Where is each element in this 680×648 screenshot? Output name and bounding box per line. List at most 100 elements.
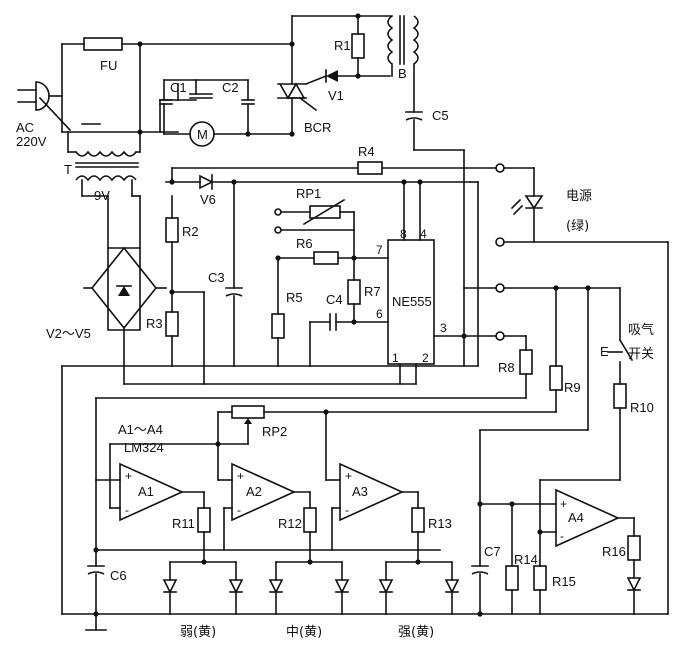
resistor-r11 xyxy=(197,507,211,533)
label-r10: R10 xyxy=(630,400,654,415)
resistor-r12 xyxy=(303,507,317,533)
label-pin2: 2 xyxy=(422,351,429,365)
resistor-r16 xyxy=(627,535,641,561)
label-switch-e: E xyxy=(600,344,609,359)
label-a1a4: A1～A4 xyxy=(118,422,163,437)
capacitor-c5 xyxy=(405,111,423,121)
led-power xyxy=(510,195,544,216)
label-r11: R11 xyxy=(172,516,195,531)
resistor-r7 xyxy=(347,279,361,305)
ac-plug xyxy=(17,81,72,132)
label-r16: R16 xyxy=(602,544,626,559)
label-r3: R3 xyxy=(146,316,163,331)
led-a4 xyxy=(626,577,642,592)
capacitor-c4 xyxy=(329,313,337,331)
label-motor: M xyxy=(197,127,208,142)
potentiometer-rp2 xyxy=(231,405,265,424)
label-a1-plus: + xyxy=(125,469,132,483)
label-rp2: RP2 xyxy=(262,424,287,439)
label-a3-plus: + xyxy=(345,469,352,483)
label-r9: R9 xyxy=(564,380,581,395)
resistor-r3 xyxy=(165,311,179,337)
label-c6: C6 xyxy=(110,568,127,583)
label-a2-minus: - xyxy=(237,503,241,517)
resistor-r15 xyxy=(533,565,547,591)
label-v2v5: V2～V5 xyxy=(46,326,91,341)
fuse-fu xyxy=(83,37,123,51)
labels: FU AC 220V T C1 C2 M R1 B V1 BCR C5 R4 9… xyxy=(16,38,654,640)
label-a1-minus: - xyxy=(125,503,129,517)
label-a1: A1 xyxy=(138,484,154,499)
label-c5: C5 xyxy=(432,108,449,123)
label-9v: 9V xyxy=(94,188,110,203)
led-strong-group xyxy=(378,561,460,615)
label-v1: V1 xyxy=(328,88,344,103)
label-a2: A2 xyxy=(246,484,262,499)
label-suction-1: 吸气 xyxy=(628,322,654,338)
resistor-r9 xyxy=(549,365,563,391)
label-pin4: 4 xyxy=(420,227,427,241)
label-ac: AC xyxy=(16,120,34,135)
label-weak: 弱(黄) xyxy=(180,625,216,640)
label-a2-plus: + xyxy=(237,469,244,483)
label-r8: R8 xyxy=(498,360,515,375)
label-rp1: RP1 xyxy=(296,186,321,201)
label-r1: R1 xyxy=(334,38,351,53)
label-suction-2: 开关 xyxy=(628,347,654,362)
label-c2: C2 xyxy=(222,80,239,95)
resistor-r2 xyxy=(165,217,179,243)
label-bcr: BCR xyxy=(304,120,331,135)
resistor-r10 xyxy=(613,383,627,409)
led-medium-group xyxy=(268,561,350,615)
label-v6: V6 xyxy=(200,192,216,207)
suction-switch xyxy=(607,338,634,362)
transformer-t xyxy=(75,150,139,182)
label-a4-minus: - xyxy=(560,529,564,543)
label-c7: C7 xyxy=(484,544,501,559)
label-c4: C4 xyxy=(326,292,343,307)
resistor-r1 xyxy=(351,33,365,59)
label-r12: R12 xyxy=(278,516,302,531)
label-r13: R13 xyxy=(428,516,452,531)
label-pin7: 7 xyxy=(376,243,383,257)
label-medium: 中(黄) xyxy=(286,625,322,640)
label-a4: A4 xyxy=(568,510,584,525)
opamp-a2 xyxy=(231,462,296,522)
label-220v: 220V xyxy=(16,134,47,149)
label-r14: R14 xyxy=(514,552,538,567)
label-b: B xyxy=(398,66,407,81)
label-r2: R2 xyxy=(182,224,199,239)
opamp-a4 xyxy=(555,488,620,548)
junction-dots xyxy=(93,13,591,617)
opamp-a3 xyxy=(339,462,404,522)
label-pin3: 3 xyxy=(440,321,447,335)
terminal xyxy=(495,163,505,173)
label-c3: C3 xyxy=(208,270,225,285)
potentiometer-rp1 xyxy=(302,198,346,226)
label-r4: R4 xyxy=(358,144,375,159)
capacitor-c1 xyxy=(177,83,197,101)
coil-b xyxy=(387,15,419,65)
capacitor-c3 xyxy=(225,287,243,297)
label-r15: R15 xyxy=(552,574,576,589)
label-r6: R6 xyxy=(296,236,313,251)
label-t: T xyxy=(64,162,72,177)
label-power-color: (绿) xyxy=(566,219,589,234)
opamp-a1 xyxy=(119,462,184,522)
ic-ne555 xyxy=(387,239,435,365)
capacitor-c6 xyxy=(87,565,105,575)
resistor-r4 xyxy=(357,161,383,175)
label-r7: R7 xyxy=(364,284,381,299)
resistor-r8 xyxy=(519,349,533,375)
resistor-r13 xyxy=(411,507,425,533)
label-lm324: LM324 xyxy=(124,440,164,455)
label-c1: C1 xyxy=(170,80,187,95)
label-pin1: 1 xyxy=(392,351,399,365)
label-a3-minus: - xyxy=(345,503,349,517)
triac-bcr xyxy=(277,82,318,112)
label-fu: FU xyxy=(100,58,117,73)
label-power: 电源 xyxy=(566,189,592,204)
capacitor-c7 xyxy=(471,565,489,575)
resistor-r6 xyxy=(313,251,339,265)
led-weak-group xyxy=(162,561,244,615)
